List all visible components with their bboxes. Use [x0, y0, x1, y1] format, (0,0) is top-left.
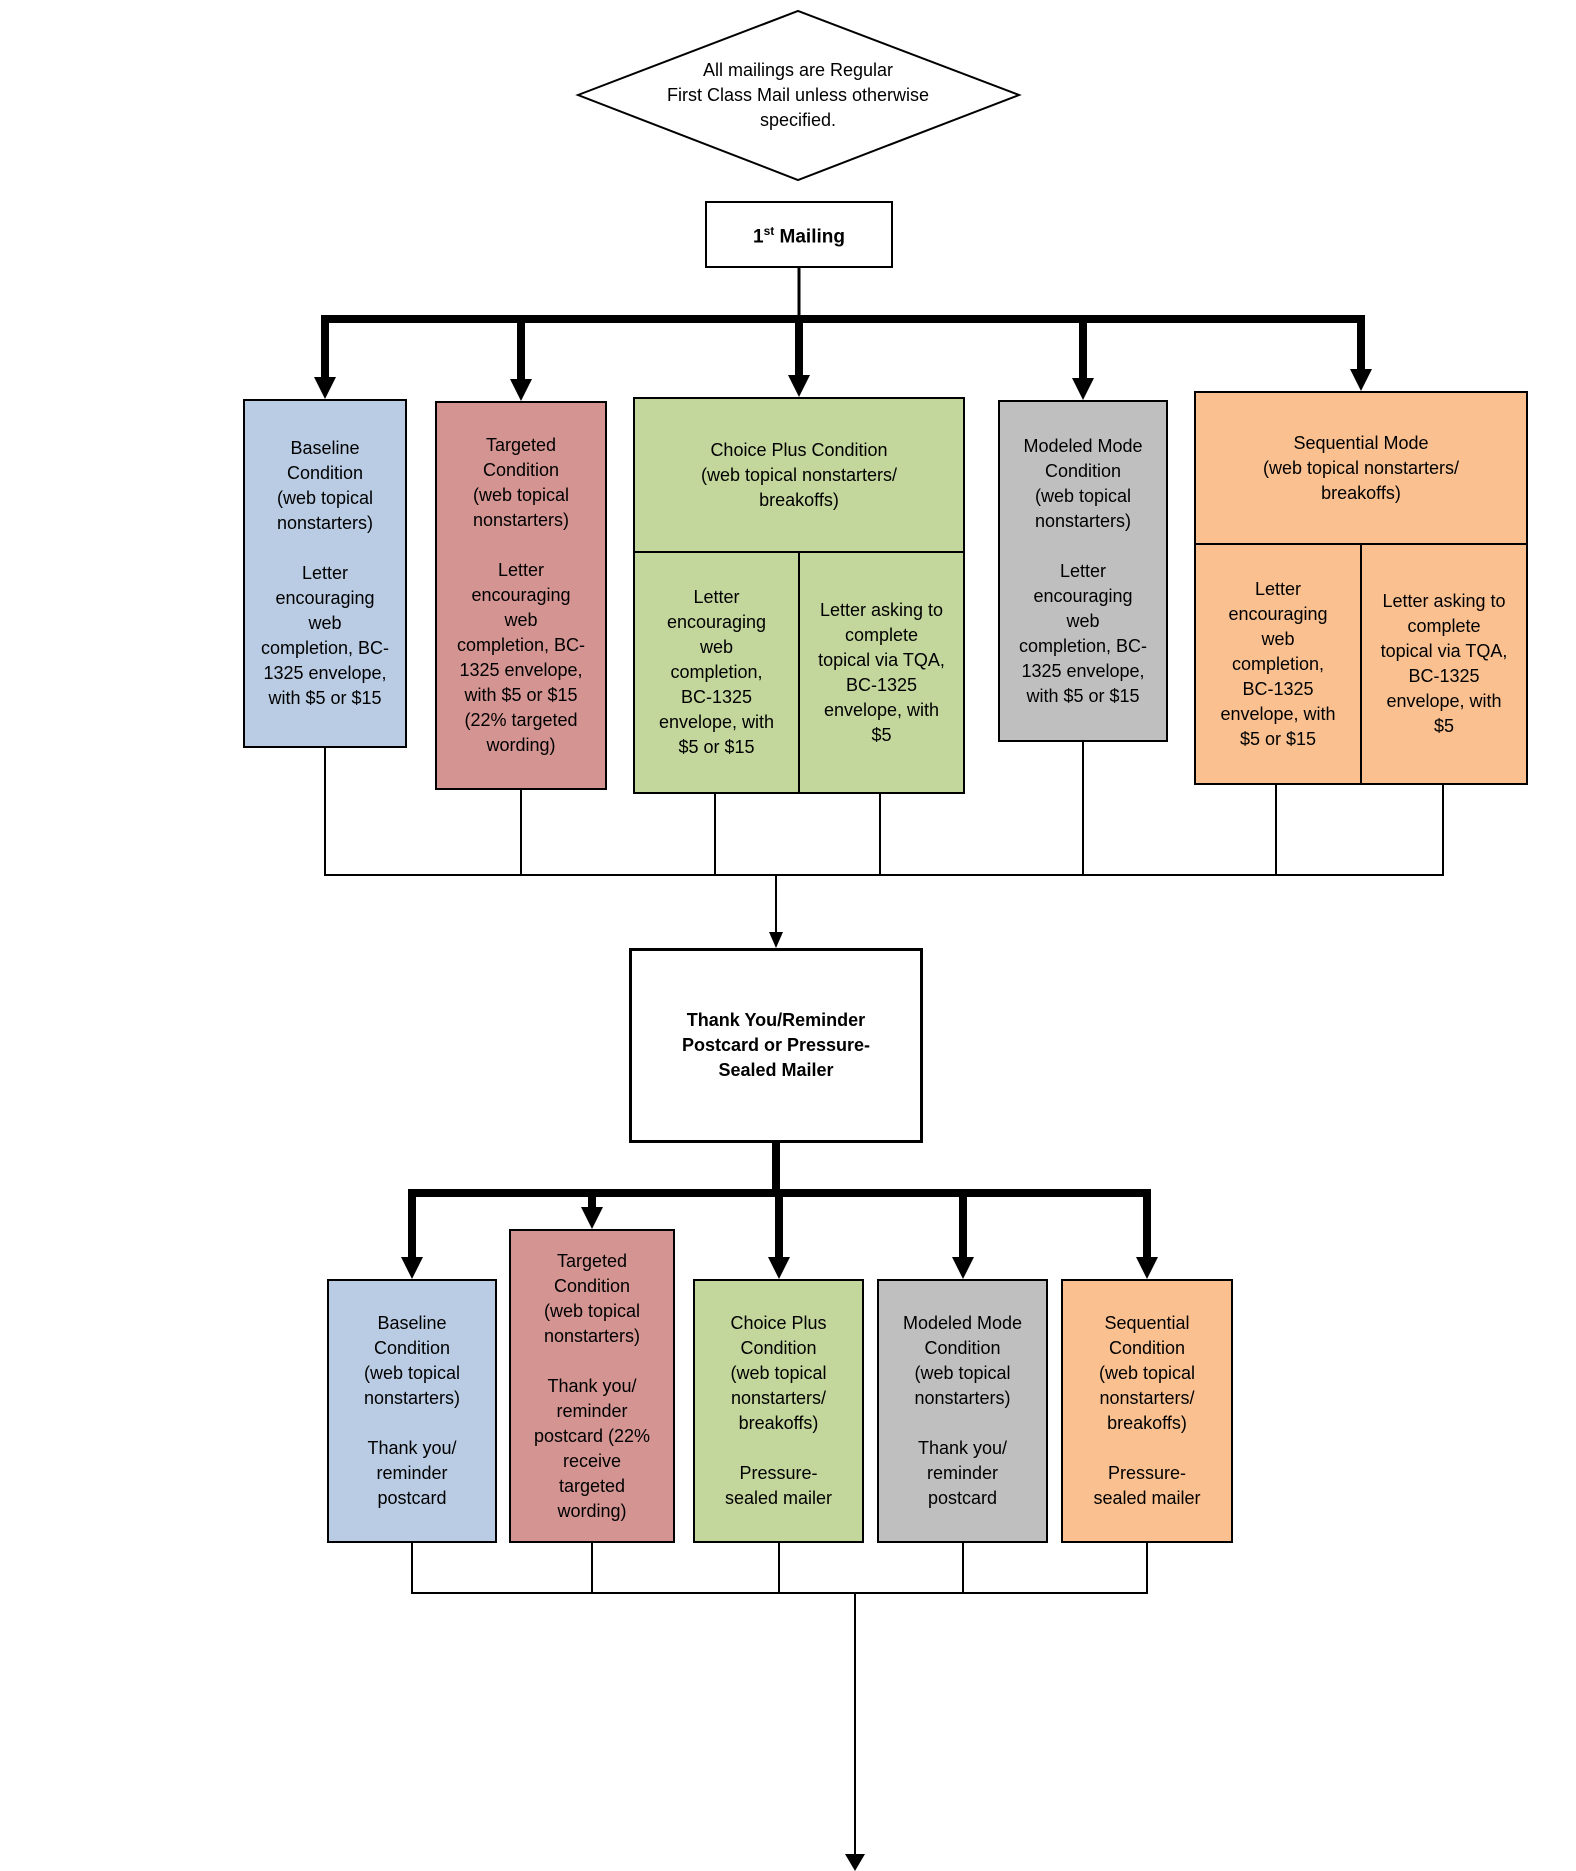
note-diamond-text: All mailings are Regular First Class Mai… [666, 60, 930, 130]
box-title: Choice Plus Condition (web topical nonst… [730, 1313, 827, 1433]
branch-first-mailing [314, 268, 1372, 401]
box-row1-targeted-condition: Targeted Condition (web topical nonstart… [435, 401, 607, 790]
box-row2-modeled-mode-condition: Modeled Mode Condition (web topical nons… [877, 1279, 1048, 1543]
arrowhead-down-icon [314, 377, 336, 399]
arrowhead-down-icon [952, 1257, 974, 1279]
arrowhead-down-icon [845, 1854, 865, 1871]
reminder-label: Thank You/Reminder Postcard or Pressure-… [681, 1010, 871, 1080]
box-body: Thank you/ reminder postcard [367, 1438, 457, 1508]
box-body: Thank you/ reminder postcard (22% receiv… [533, 1375, 651, 1521]
box-row1-modeled-mode-condition: Modeled Mode Condition (web topical nons… [998, 400, 1168, 742]
box-title: Baseline Condition (web topical nonstart… [276, 438, 374, 533]
box-title: Modeled Mode Condition (web topical nons… [1023, 435, 1143, 531]
arrowhead-down-icon [510, 379, 532, 401]
box-body: Pressure- sealed mailer [724, 1463, 833, 1508]
arrowhead-down-icon [788, 375, 810, 397]
arrowhead-down-icon [768, 1257, 790, 1279]
box-subcell-web-letter: Letter encouraging web completion, BC-13… [658, 587, 775, 757]
box-body: Thank you/ reminder postcard [917, 1438, 1008, 1508]
box-title: Baseline Condition (web topical nonstart… [363, 1313, 461, 1408]
arrowhead-down-icon [401, 1257, 423, 1279]
arrowhead-down-icon [1072, 378, 1094, 400]
box-row2-baseline-condition: Baseline Condition (web topical nonstart… [327, 1279, 497, 1543]
box-row1-baseline-condition: Baseline Condition (web topical nonstart… [243, 399, 407, 748]
merge-to-reminder [324, 742, 1444, 948]
box-subcells: Letter encouraging web completion, BC-13… [1196, 545, 1526, 783]
box-subcell-tqa-letter: Letter asking to complete topical via TQ… [1360, 545, 1526, 783]
box-body: Pressure- sealed mailer [1093, 1463, 1201, 1508]
note-diamond-shape [575, 9, 1022, 182]
arrowhead-down-icon [1136, 1257, 1158, 1279]
box-row1-choice-plus-condition: Choice Plus Condition (web topical nonst… [633, 397, 965, 794]
box-first-mailing: 1st Mailing [705, 201, 893, 268]
box-title: Modeled Mode Condition (web topical nons… [902, 1313, 1023, 1408]
merge-final [411, 1543, 1148, 1871]
arrowhead-down-icon [769, 932, 783, 948]
box-body: Letter encouraging web completion, BC- 1… [260, 563, 390, 708]
box-title: Sequential Mode (web topical nonstarters… [1196, 393, 1526, 545]
box-thank-you-reminder: Thank You/Reminder Postcard or Pressure-… [629, 948, 923, 1143]
box-title: Choice Plus Condition (web topical nonst… [635, 399, 963, 553]
arrowhead-down-icon [1350, 369, 1372, 391]
box-body: Letter encouraging web completion, BC- 1… [1018, 560, 1148, 706]
box-subcell-tqa-letter: Letter asking to complete topical via TQ… [798, 553, 963, 792]
box-row2-choice-plus-condition: Choice Plus Condition (web topical nonst… [693, 1279, 864, 1543]
box-body: Letter encouraging web completion, BC- 1… [456, 560, 586, 755]
box-row2-targeted-condition: Targeted Condition (web topical nonstart… [509, 1229, 675, 1543]
box-row2-sequential-condition: Sequential Condition (web topical nonsta… [1061, 1279, 1233, 1543]
box-title: Targeted Condition (web topical nonstart… [472, 435, 570, 530]
box-row1-sequential-mode: Sequential Mode (web topical nonstarters… [1194, 391, 1528, 785]
box-subcell-web-letter: Letter encouraging web completion, BC-13… [1220, 578, 1336, 749]
branch-reminder [401, 1143, 1158, 1279]
arrowhead-down-icon [581, 1207, 603, 1229]
first-mailing-label: 1st Mailing [753, 224, 845, 248]
box-subcells: Letter encouraging web completion, BC-13… [635, 553, 963, 792]
box-title: Targeted Condition (web topical nonstart… [543, 1250, 641, 1346]
box-title: Sequential Condition (web topical nonsta… [1098, 1313, 1196, 1433]
